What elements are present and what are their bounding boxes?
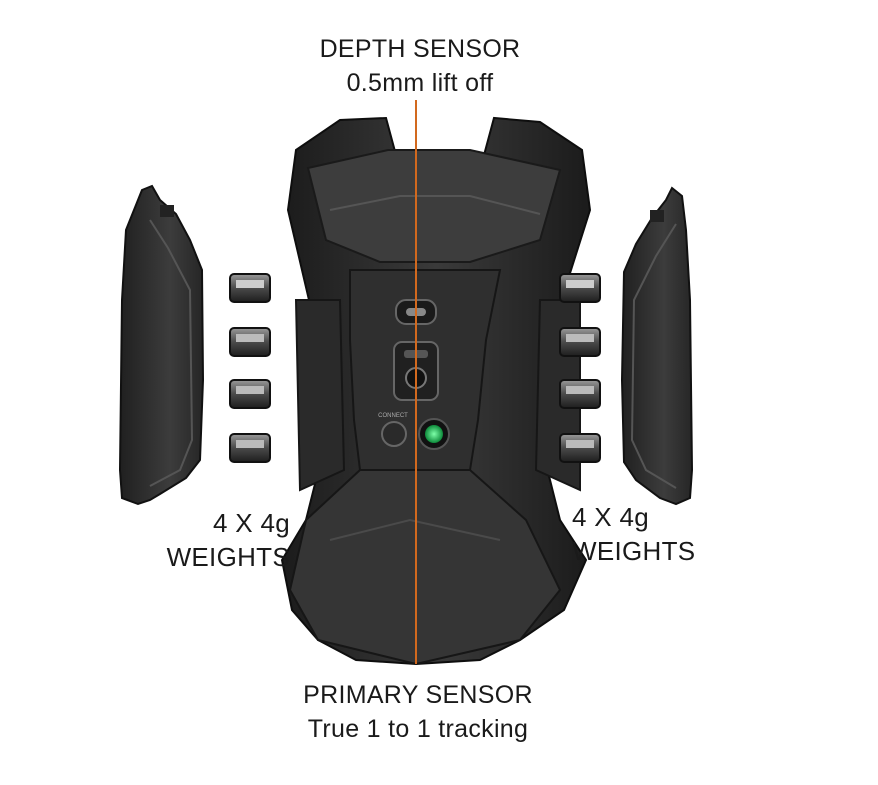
weights-right-label: 4 X 4g WEIGHTS xyxy=(572,500,762,568)
depth-sensor-label: DEPTH SENSOR 0.5mm lift off xyxy=(270,32,570,100)
weight-block xyxy=(229,433,271,463)
weights-left-count: 4 X 4g xyxy=(213,508,290,538)
weights-right-text: WEIGHTS xyxy=(572,536,696,566)
weight-block xyxy=(229,273,271,303)
weights-left-text: WEIGHTS xyxy=(166,542,290,572)
connect-button: CONNECT xyxy=(378,413,408,447)
weight-block xyxy=(559,379,601,409)
weights-right-count: 4 X 4g xyxy=(572,502,649,532)
depth-sensor-detail: 0.5mm lift off xyxy=(346,69,494,97)
connect-label: CONNECT xyxy=(378,413,408,419)
depth-sensor-title: DEPTH SENSOR xyxy=(319,35,521,63)
weight-block xyxy=(559,433,601,463)
weights-right-group xyxy=(559,273,601,463)
primary-sensor xyxy=(418,418,450,450)
primary-sensor-detail: True 1 to 1 tracking xyxy=(307,715,529,743)
weight-block xyxy=(559,327,601,357)
left-side-panel xyxy=(118,184,205,506)
weight-block xyxy=(559,273,601,303)
weights-left-label: 4 X 4g WEIGHTS xyxy=(100,506,290,574)
weight-block xyxy=(229,379,271,409)
right-side-panel xyxy=(620,186,694,506)
primary-sensor-title: PRIMARY SENSOR xyxy=(303,681,533,709)
primary-sensor-label: PRIMARY SENSOR True 1 to 1 tracking xyxy=(248,678,588,746)
weight-block xyxy=(229,327,271,357)
weights-left-group xyxy=(229,273,271,463)
